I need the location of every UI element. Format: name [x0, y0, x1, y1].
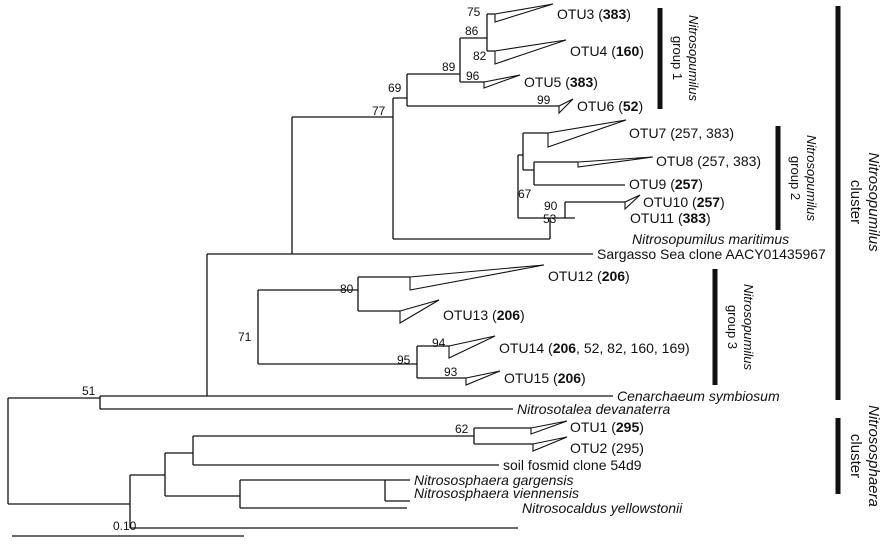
clade-triangle-otu14: [448, 335, 496, 359]
nitrosopumilus-cluster-label: cluster: [847, 180, 864, 224]
clade-triangle-otu15: [465, 370, 501, 386]
taxon-otu1: OTU1 (295): [570, 419, 644, 435]
group2-name: Nitrosopumilus: [804, 135, 819, 221]
cluster-annotations: Nitrosopumilus cluster Nitrososphaera cl…: [835, 6, 882, 507]
bootstrap-value: 86: [465, 24, 479, 38]
nitrososphaera-cluster-label: cluster: [847, 434, 864, 478]
clade-triangle-otu13: [399, 299, 440, 324]
branch-node-51: [99, 395, 513, 410]
bootstrap-value: 90: [544, 199, 558, 213]
branch-node-n2: [192, 435, 499, 466]
bootstrap-value: 99: [537, 93, 551, 107]
branch-node-80: [357, 276, 410, 312]
branch-node-75: [486, 13, 495, 52]
clade-triangle-otu7: [547, 119, 627, 148]
branch-node-95: [416, 345, 466, 379]
bootstrap-value: 95: [397, 353, 411, 367]
bootstrap-value: 75: [467, 5, 481, 19]
clade-triangle-otu12: [409, 264, 545, 291]
group3-name: Nitrosopumilus: [741, 284, 756, 370]
taxon-otu11: OTU11 (383): [630, 210, 711, 226]
clade-triangle-otu1: [530, 420, 568, 435]
collapsed-clades: [399, 3, 654, 452]
taxon-otu14: OTU14 (206, 52, 82, 160, 169): [499, 340, 690, 356]
branch-node-77: [291, 116, 593, 255]
taxon-otu8: OTU8 (257, 383): [656, 153, 761, 169]
branch-node-x: [206, 253, 613, 397]
taxon-otu5: OTU5 (383): [524, 74, 598, 90]
taxon-soil-fosmid-clone: soil fosmid clone 54d9: [503, 457, 642, 473]
bootstrap-value: 51: [82, 384, 96, 398]
bootstrap-values: 75 86 82 89 96 99 69 77 90 67 53 80 94 9…: [82, 5, 558, 436]
scale-bar: 0.10: [12, 519, 244, 537]
taxon-otu9: OTU9 (257): [629, 176, 703, 192]
branch-node-53: [564, 201, 626, 219]
group1-name: Nitrosopumilus: [686, 15, 701, 101]
bootstrap-value: 69: [388, 81, 402, 95]
taxon-otu2: OTU2 (295): [570, 440, 644, 456]
clade-triangle-otu2: [532, 436, 568, 452]
branch-node-86: [459, 37, 487, 83]
branch-node-90: [549, 217, 565, 239]
taxon-nitrosocaldus-yellowstonii: Nitrosocaldus yellowstonii: [522, 500, 683, 516]
branch-node-71: [257, 289, 417, 365]
branch-node-n4: [384, 479, 410, 502]
clade-triangle-otu4: [494, 39, 567, 65]
taxon-otu13: OTU13 (206): [443, 307, 525, 323]
branch-node-69: [392, 97, 550, 240]
clade-triangle-otu8: [577, 156, 654, 168]
bootstrap-value: 93: [444, 365, 458, 379]
taxon-otu12: OTU12 (206): [548, 268, 630, 284]
bootstrap-value: 80: [340, 282, 354, 296]
bootstrap-value: 67: [518, 187, 532, 201]
nitrososphaera-cluster-name: Nitrososphaera: [865, 405, 882, 507]
taxon-nitrososphaera-viennensis: Nitrososphaera viennensis: [414, 485, 579, 501]
branch-node-67: [517, 154, 550, 219]
branch-node-y: [522, 132, 548, 171]
taxon-sargasso-sea-clone: Sargasso Sea clone AACY01435967: [597, 246, 826, 262]
taxon-otu15: OTU15 (206): [504, 370, 586, 386]
branch-node-62: [473, 427, 533, 445]
bootstrap-value: 71: [238, 330, 252, 344]
bootstrap-value: 77: [372, 104, 386, 118]
taxon-nitrososphaera-gargensis: Nitrososphaera gargensis: [414, 472, 574, 488]
scale-bar-label: 0.10: [113, 519, 137, 533]
branch-nitrososphaera-clade: [129, 474, 518, 529]
group-annotations: Nitrosopumilus group 1 Nitrosopumilus gr…: [657, 8, 819, 385]
taxon-labels: OTU3 (383) OTU4 (160) OTU5 (383) OTU6 (5…: [414, 6, 826, 516]
clade-triangle-otu6: [558, 98, 574, 115]
taxon-otu3: OTU3 (383): [557, 6, 631, 22]
taxon-otu6: OTU6 (52): [577, 98, 643, 114]
bootstrap-value: 82: [473, 49, 487, 63]
clade-triangle-otu5: [483, 74, 521, 89]
taxon-otu10: OTU10 (257): [643, 194, 725, 210]
taxon-otu4: OTU4 (160): [570, 43, 644, 59]
branch-node-89: [406, 73, 559, 107]
nitrosopumilus-cluster-name: Nitrosopumilus: [865, 152, 882, 252]
group1-label: group 1: [670, 36, 685, 80]
bootstrap-value: 94: [432, 336, 446, 350]
taxon-cenarchaeum-symbiosum: Cenarchaeum symbiosum: [617, 388, 780, 404]
taxon-nitrosotalea-devanaterra: Nitrosotalea devanaterra: [517, 401, 671, 417]
tree-branches: [7, 13, 626, 529]
clade-triangle-otu3: [494, 3, 554, 23]
branch-node-n1: [164, 452, 240, 497]
branch-node-z: [533, 161, 625, 186]
clade-triangle-otu10: [624, 194, 641, 211]
bootstrap-value: 96: [466, 69, 480, 83]
bootstrap-value: 62: [455, 422, 469, 436]
taxon-nitrosopumilus-maritimus: Nitrosopumilus maritimus: [632, 231, 789, 247]
branch-root: [7, 397, 130, 505]
group2-label: group 2: [788, 156, 803, 200]
branch-node-n3: [239, 479, 407, 509]
bootstrap-value: 89: [442, 60, 456, 74]
taxon-otu7: OTU7 (257, 383): [629, 125, 734, 141]
bootstrap-value: 53: [543, 212, 557, 226]
group3-label: group 3: [725, 305, 740, 349]
